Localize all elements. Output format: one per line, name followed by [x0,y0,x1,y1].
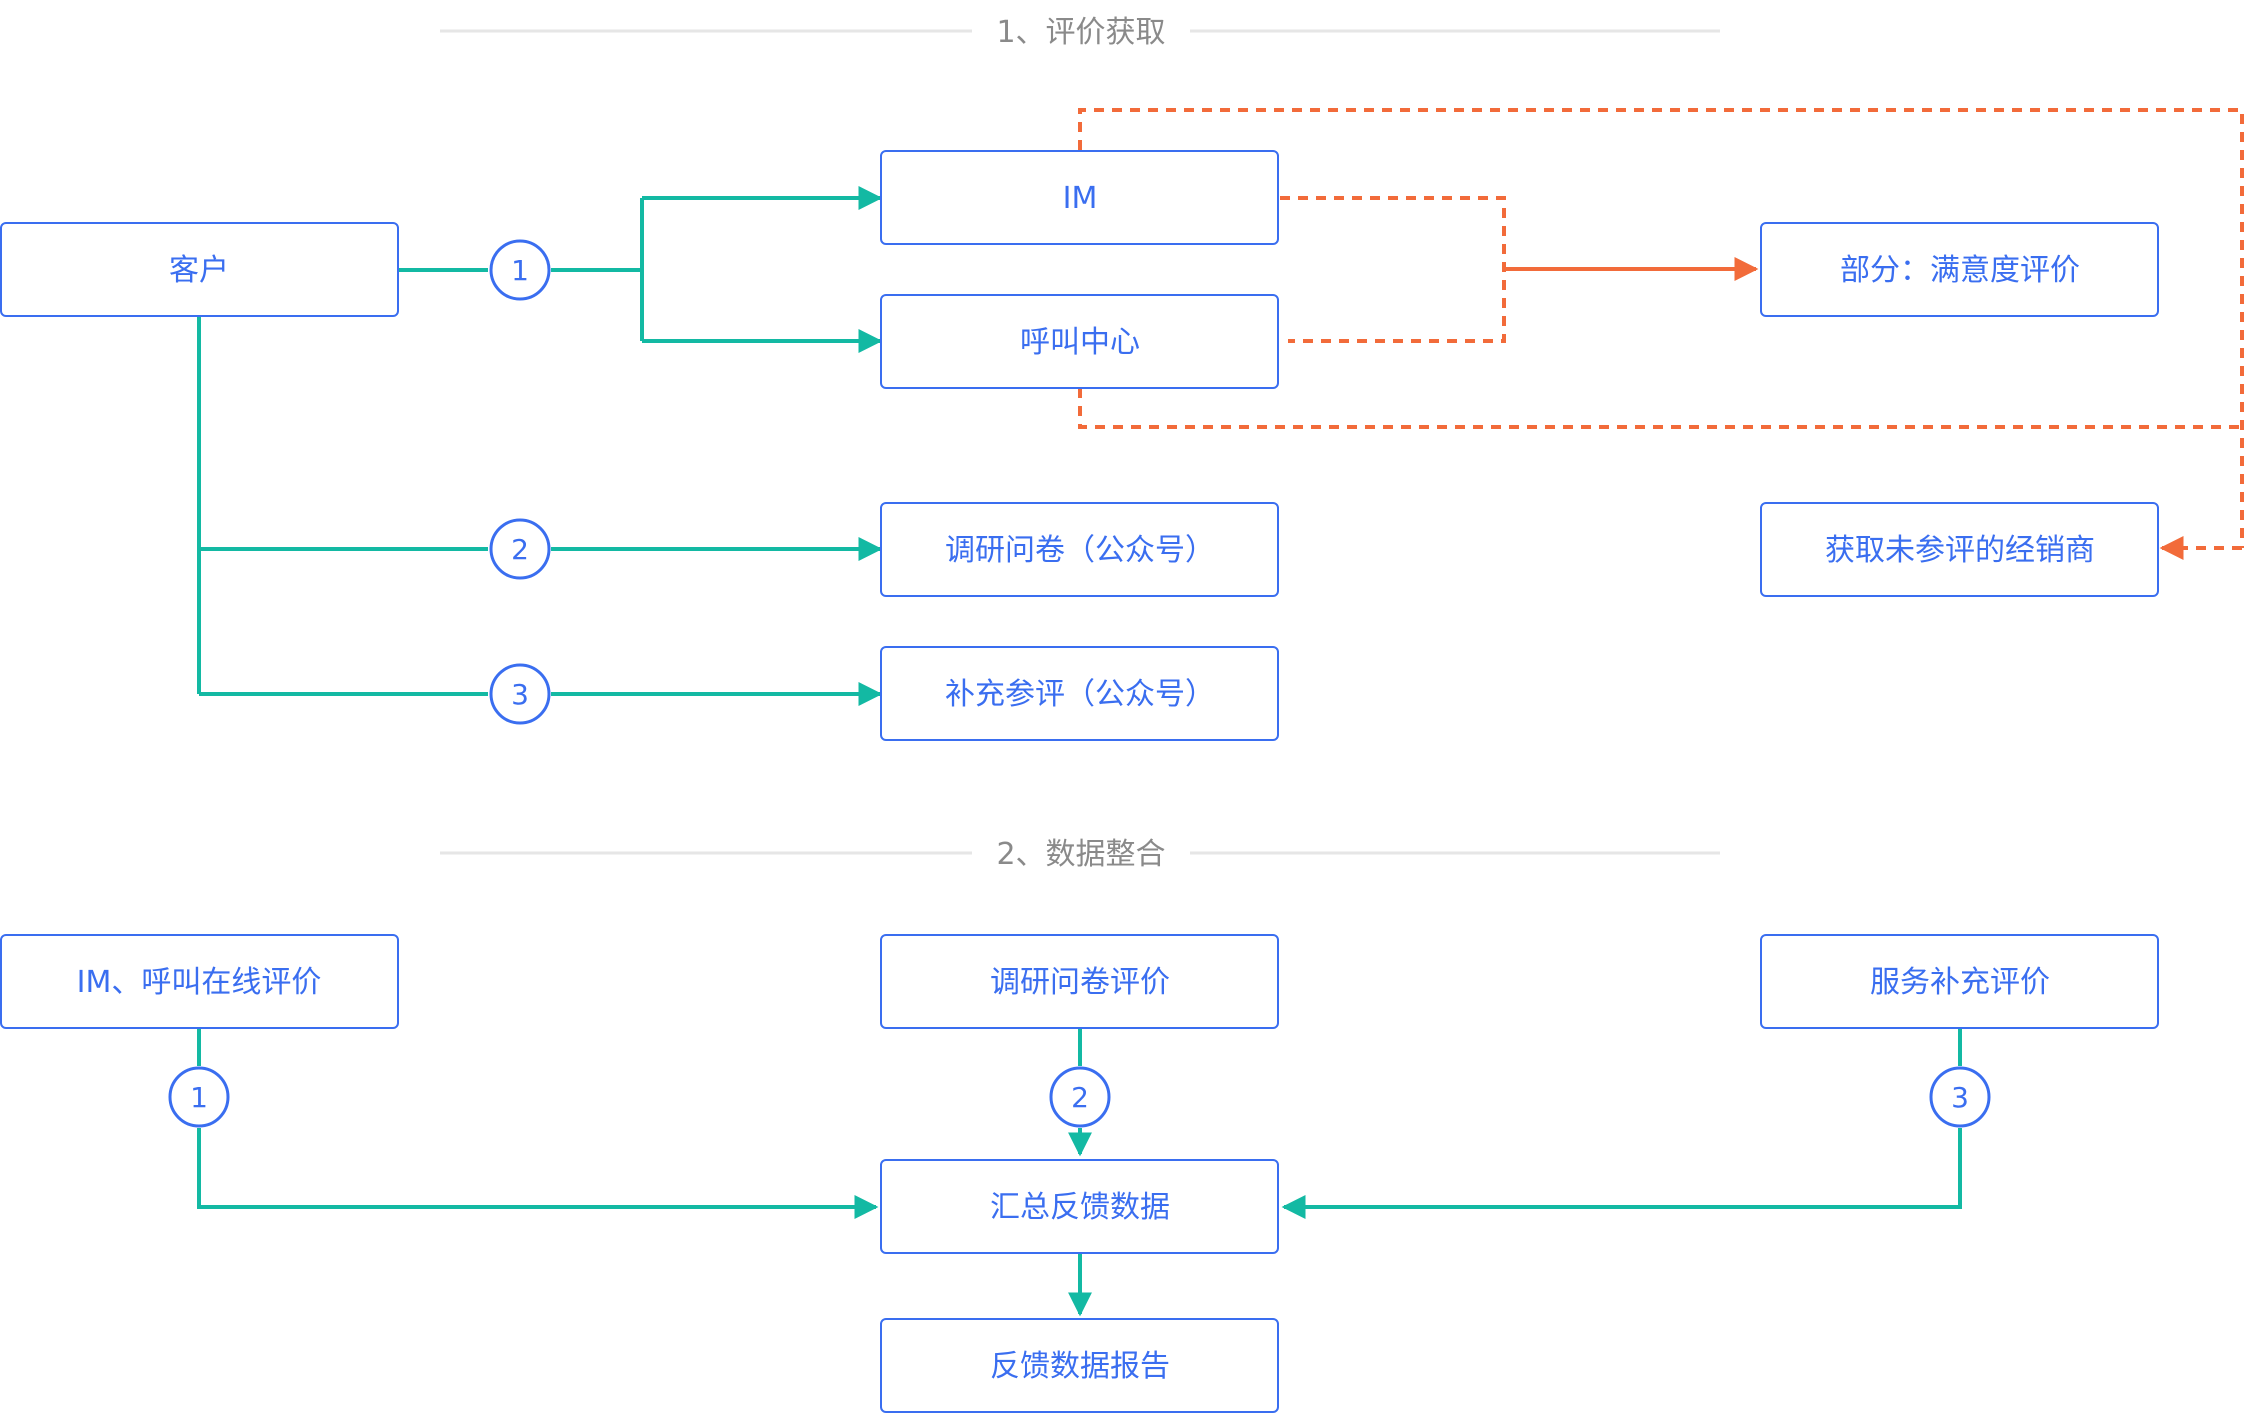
node-customer-label: 客户 [169,253,229,288]
step-circle-a1: 1 [489,239,551,301]
section-1-orange-lines [1078,108,2244,560]
section-1-header: 1、评价获取 [440,15,1720,50]
section-2-title: 2、数据整合 [996,837,1165,872]
section-2-header: 2、数据整合 [440,837,1720,872]
node-service-supplement-label: 服务补充评价 [1870,965,2050,1000]
node-summary-feedback[interactable]: 汇总反馈数据 [880,1159,1279,1254]
step-b3-number: 3 [1951,1081,1969,1114]
arrow-step1-to-summary [197,1128,879,1219]
node-im-call-online-label: IM、呼叫在线评价 [77,965,322,1000]
node-supplement-wechat[interactable]: 补充参评（公众号） [880,646,1279,741]
arrow-step3-to-summary [1281,1128,1962,1219]
step-a3-number: 3 [511,678,529,711]
step-a2-number: 2 [511,533,529,566]
step-circle-b1: 1 [168,1066,230,1128]
node-callcenter[interactable]: 呼叫中心 [880,294,1279,389]
step-b1-number: 1 [190,1081,208,1114]
node-im[interactable]: IM [880,150,1279,245]
node-callcenter-label: 呼叫中心 [1020,325,1140,360]
node-unrated-dealers[interactable]: 获取未参评的经销商 [1760,502,2159,597]
node-partial-satisfaction-label: 部分：满意度评价 [1840,253,2080,288]
node-feedback-report[interactable]: 反馈数据报告 [880,1318,1279,1413]
dashed-callcenter-bottom-loop [1078,388,2242,429]
step-circle-b3: 3 [1929,1066,1991,1128]
node-customer[interactable]: 客户 [0,222,399,317]
node-unrated-dealers-label: 获取未参评的经销商 [1825,533,2095,568]
step-circle-b2: 2 [1049,1066,1111,1128]
dashed-im-top-loop [1078,108,2244,548]
node-im-label: IM [1063,181,1098,216]
node-feedback-report-label: 反馈数据报告 [990,1349,1170,1384]
step-circle-a2: 2 [489,518,551,580]
dashed-merge [1280,196,1506,343]
section-1-title: 1、评价获取 [996,15,1165,50]
step-b2-number: 2 [1071,1081,1089,1114]
section-2-flow-lines [197,1029,1962,1317]
node-survey-wechat[interactable]: 调研问卷（公众号） [880,502,1279,597]
node-survey-eval-label: 调研问卷评价 [990,965,1170,1000]
node-partial-satisfaction[interactable]: 部分：满意度评价 [1760,222,2159,317]
node-service-supplement[interactable]: 服务补充评价 [1760,934,2159,1029]
node-survey-wechat-label: 调研问卷（公众号） [945,533,1215,568]
node-survey-eval[interactable]: 调研问卷评价 [880,934,1279,1029]
step-a1-number: 1 [511,254,529,287]
step-circle-a3: 3 [489,663,551,725]
node-summary-feedback-label: 汇总反馈数据 [990,1190,1170,1225]
node-supplement-wechat-label: 补充参评（公众号） [945,677,1215,712]
node-im-call-online[interactable]: IM、呼叫在线评价 [0,934,399,1029]
section-1-flow-lines [197,186,883,706]
